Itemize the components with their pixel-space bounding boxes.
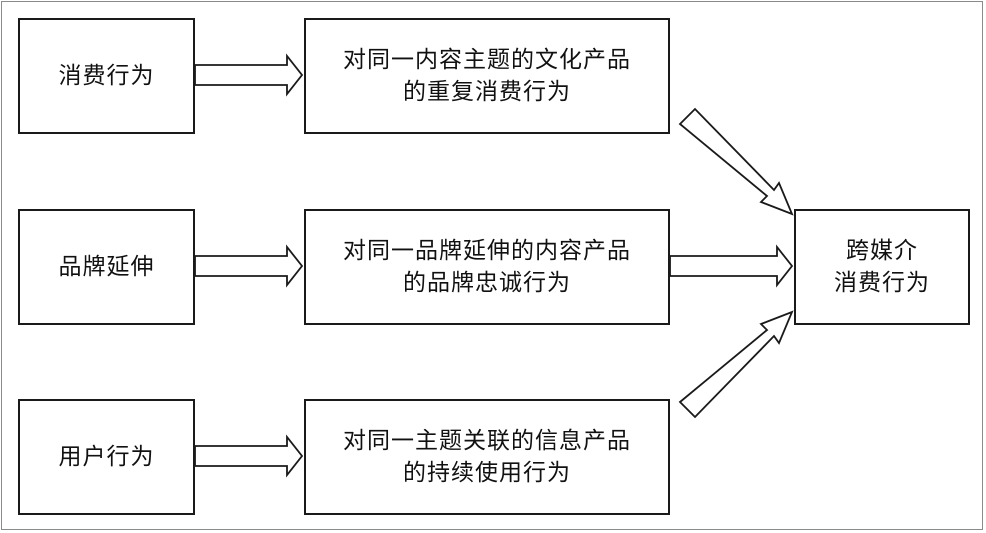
node-label: 用户行为 <box>58 444 155 470</box>
node-label: 跨媒介 消费行为 <box>834 238 930 296</box>
node-label: 对同一主题关联的信息产品 的持续使用行为 <box>343 428 631 486</box>
node-repeat-consumption: 对同一内容主题的文化产品 的重复消费行为 <box>304 18 670 134</box>
node-user-behavior: 用户行为 <box>18 399 195 515</box>
node-brand-loyalty: 对同一品牌延伸的内容产品 的品牌忠诚行为 <box>304 209 670 325</box>
arrow-left3-to-middle3 <box>194 434 304 478</box>
arrow-left1-to-middle1 <box>194 53 304 97</box>
arrow-left2-to-middle2 <box>194 244 304 288</box>
node-label: 对同一内容主题的文化产品 的重复消费行为 <box>343 47 631 105</box>
arrow-middle2-to-result <box>669 244 794 288</box>
arrow-middle1-to-result <box>678 107 794 216</box>
node-label: 消费行为 <box>58 63 155 89</box>
node-continued-use: 对同一主题关联的信息产品 的持续使用行为 <box>304 399 670 515</box>
node-label: 品牌延伸 <box>58 254 155 280</box>
node-brand-extension: 品牌延伸 <box>18 209 195 325</box>
node-cross-media-consumption: 跨媒介 消费行为 <box>794 209 970 325</box>
arrow-middle3-to-result <box>678 310 794 419</box>
node-label: 对同一品牌延伸的内容产品 的品牌忠诚行为 <box>343 238 631 296</box>
node-consumption-behavior: 消费行为 <box>18 18 195 134</box>
